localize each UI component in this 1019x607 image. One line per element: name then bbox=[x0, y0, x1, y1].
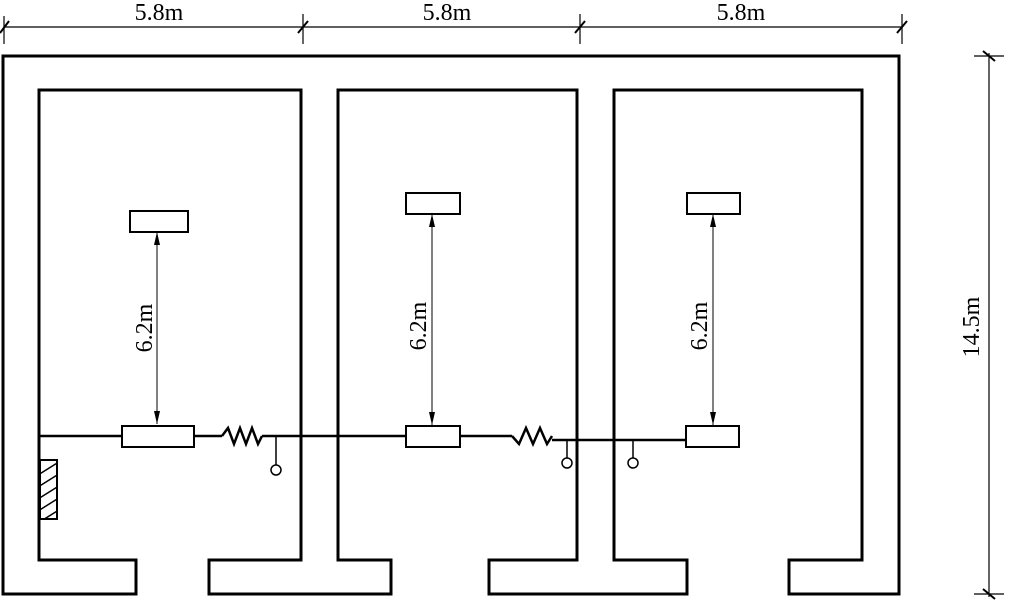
lower-fixture-room-1 bbox=[121, 425, 195, 448]
electrical-panel bbox=[39, 459, 58, 520]
vertical-dimension-room-1 bbox=[154, 232, 160, 424]
width-label-room-2: 5.8m bbox=[423, 0, 472, 26]
vertical-dimension-room-3 bbox=[710, 214, 716, 425]
upper-fixture-room-2 bbox=[405, 192, 461, 215]
upper-fixture-room-3 bbox=[686, 192, 741, 215]
right-dimension-line bbox=[974, 50, 1004, 600]
outlet-taps bbox=[270, 436, 639, 476]
vertical-dimension-room-2 bbox=[429, 214, 435, 425]
wiring-circuit bbox=[39, 424, 686, 448]
width-label-room-3: 5.8m bbox=[717, 0, 766, 26]
resistor-2 bbox=[511, 424, 554, 448]
lower-fixture-room-2 bbox=[405, 425, 461, 448]
vertical-label-room-2: 6.2m bbox=[406, 301, 432, 350]
resistor-1 bbox=[221, 424, 264, 448]
height-label: 14.5m bbox=[959, 296, 985, 357]
building-walls bbox=[1, 54, 901, 596]
upper-fixture-room-1 bbox=[129, 210, 189, 233]
top-dimension-line bbox=[0, 14, 908, 44]
vertical-label-room-1: 6.2m bbox=[132, 303, 158, 352]
lower-fixture-room-3 bbox=[685, 425, 740, 448]
vertical-label-room-3: 6.2m bbox=[687, 301, 713, 350]
width-label-room-1: 5.8m bbox=[135, 0, 184, 26]
